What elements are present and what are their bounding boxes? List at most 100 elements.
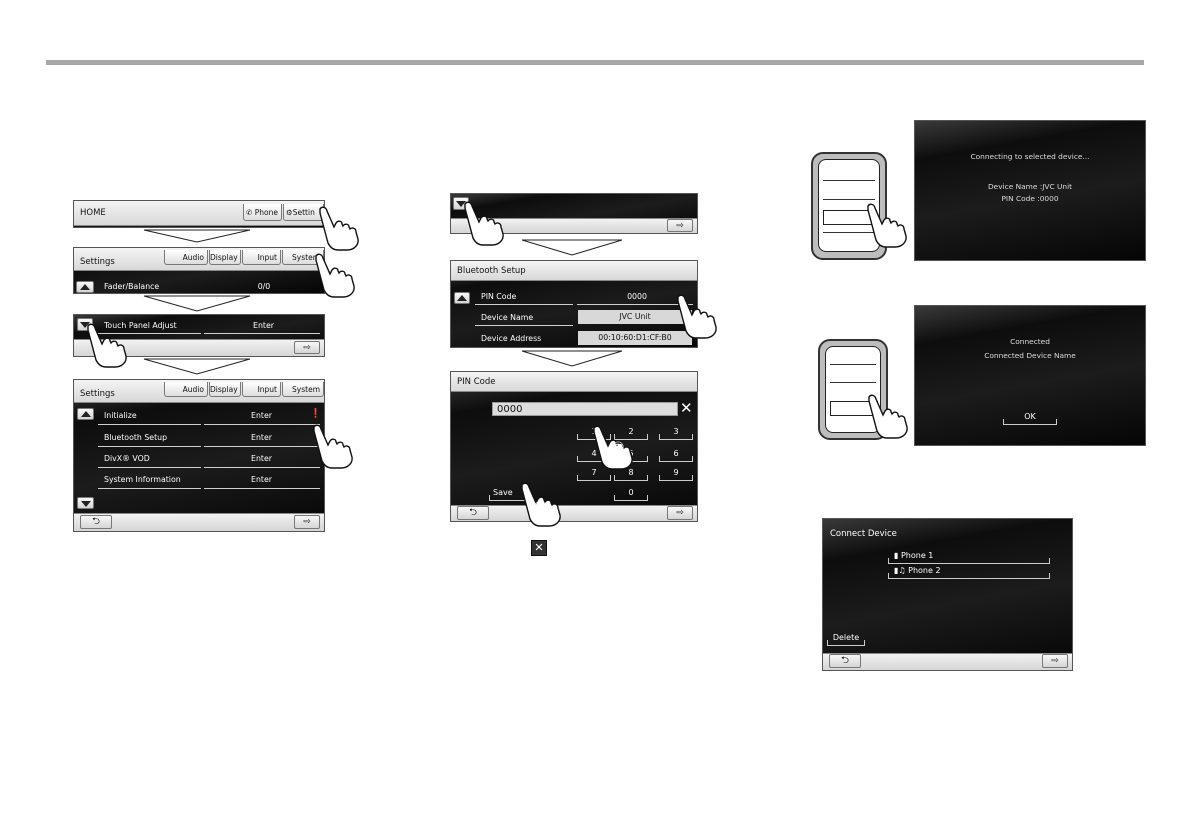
hand-pointer-icon [464, 201, 504, 246]
exit-button[interactable]: ⇨ [294, 341, 320, 354]
tab-display-2[interactable]: Display [209, 382, 241, 397]
exit-icon: ⇨ [303, 343, 311, 353]
key-8[interactable]: 8 [614, 466, 648, 481]
exit-button-3[interactable]: ⇨ [667, 219, 693, 232]
touch-panel-label: Touch Panel Adjust [104, 321, 177, 330]
row-value[interactable]: 0000 [627, 292, 647, 301]
bluetooth-setup-screen: Bluetooth Setup PIN Code 0000 Device Nam… [450, 260, 698, 348]
tab-input[interactable]: Input [242, 250, 281, 265]
pin-bottombar: ⮌ ⇨ [451, 505, 697, 521]
clear-icon[interactable]: ✕ [680, 399, 693, 417]
hand-pointer-icon [593, 425, 633, 470]
exit-button-4[interactable]: ⇨ [667, 506, 693, 520]
connect-bottombar: ⮌ ⇨ [823, 653, 1072, 670]
hand-pointer-icon [521, 482, 561, 527]
phone-button[interactable]: ✆ Phone [243, 204, 282, 221]
scroll-up-button-2[interactable] [77, 408, 94, 420]
hand-pointer-icon [315, 253, 355, 298]
settings-topbar-1: Settings Audio Display Input System [74, 248, 324, 271]
key-9[interactable]: 9 [659, 466, 693, 481]
flow-arrow-down-3 [143, 358, 251, 375]
key-2[interactable]: 2 [614, 425, 648, 440]
bluetooth-topbar: Bluetooth Setup [451, 261, 697, 281]
connecting-text: Connecting to selected device... [970, 152, 1090, 161]
exit-icon: ⇨ [676, 221, 684, 231]
key-6[interactable]: 6 [659, 447, 693, 462]
row-label: DivX® VOD [104, 454, 150, 463]
exit-icon: ⇨ [303, 517, 311, 527]
exit-icon: ⇨ [676, 508, 684, 518]
step-1-marker: ① [612, 440, 625, 456]
device-label: Phone 1 [900, 551, 934, 560]
exit-button-5[interactable]: ⇨ [1042, 654, 1068, 668]
row-value: JVC Unit [578, 310, 692, 324]
flow-arrow-down-5 [521, 350, 623, 367]
row-label: System Information [104, 475, 181, 484]
back-icon: ⮌ [468, 507, 477, 518]
row-label: PIN Code [481, 292, 517, 301]
hand-pointer-icon [87, 323, 127, 368]
scroll-down-button-2[interactable] [77, 497, 94, 509]
info-icon: ❗ [310, 409, 322, 419]
scroll-up-button[interactable] [76, 281, 94, 293]
row-value[interactable]: Enter [251, 454, 272, 463]
settings-label: Settin [292, 208, 315, 217]
source-bottombar: ⇨ [451, 218, 697, 233]
device-name-text: Device Name :JVC Unit [987, 182, 1073, 191]
settings-screen-1: Settings Audio Display Input System Fade… [73, 247, 325, 294]
key-7[interactable]: 7 [577, 466, 611, 481]
exit-button-2[interactable]: ⇨ [294, 515, 320, 529]
settings-title-2: Settings [80, 389, 115, 399]
tab-system-2[interactable]: System [282, 382, 324, 397]
delete-button[interactable]: Delete [827, 631, 865, 646]
device-label: Phone 2 [908, 566, 941, 575]
hand-pointer-icon [677, 294, 717, 339]
settings-bottombar-2: ⮌ ⇨ [74, 513, 324, 531]
home-title: HOME [80, 208, 106, 218]
back-button-3[interactable]: ⮌ [829, 654, 861, 668]
device-item-2[interactable]: ▮♫ Phone 2 [888, 564, 1050, 579]
ok-button[interactable]: OK [1003, 410, 1057, 425]
key-0[interactable]: 0 [614, 486, 648, 501]
row-value[interactable]: Enter [251, 411, 272, 420]
hand-pointer-icon [868, 394, 908, 439]
exit-icon: ⇨ [1051, 656, 1059, 666]
pin-input[interactable]: 0000 [492, 402, 678, 416]
connecting-screen: Connecting to selected device... Device … [914, 120, 1146, 261]
row-value[interactable]: Enter [251, 475, 272, 484]
device-item-1[interactable]: ▮ Phone 1 [888, 549, 1050, 564]
connected-device-name: Connected Device Name [984, 351, 1076, 360]
settings-topbar-2: Settings Audio Display Input System [74, 380, 324, 403]
flow-arrow-down-2 [143, 295, 251, 312]
connected-screen: Connected Connected Device Name OK [914, 305, 1146, 446]
home-screen: HOME ✆ Phone ⚙Settin [73, 200, 325, 228]
phone-device-illustration [811, 152, 887, 260]
scroll-up-button-3[interactable] [454, 292, 470, 304]
tab-input-2[interactable]: Input [242, 382, 281, 397]
back-button[interactable]: ⮌ [80, 515, 112, 529]
connect-device-title: Connect Device [830, 529, 897, 539]
hand-pointer-icon [313, 424, 353, 469]
header-rule [46, 60, 1144, 65]
fader-balance-value[interactable]: 0/0 [257, 282, 271, 291]
tab-display[interactable]: Display [209, 250, 241, 265]
pin-value: 0000 [497, 404, 523, 415]
clear-key-icon: ✕ [531, 540, 547, 556]
row-label: Device Address [481, 334, 542, 343]
tab-audio-2[interactable]: Audio [164, 382, 208, 397]
row-value[interactable]: Enter [251, 433, 272, 442]
settings-screen-2: Settings Audio Display Input System Init… [73, 379, 325, 532]
phone-label: Phone [254, 208, 278, 217]
phone-device-illustration [818, 339, 888, 440]
row-label: Initialize [104, 411, 137, 420]
pin-code-text: PIN Code :0000 [1001, 194, 1059, 203]
touch-panel-bottombar: ⇨ [74, 339, 324, 356]
touch-panel-enter[interactable]: Enter [253, 321, 274, 330]
back-button-2[interactable]: ⮌ [457, 506, 489, 520]
pin-topbar: PIN Code [451, 372, 697, 392]
step-2-marker: ② [533, 500, 546, 516]
back-icon: ⮌ [91, 516, 100, 527]
phone-audio-icon: ▮♫ [894, 566, 906, 575]
key-3[interactable]: 3 [659, 425, 693, 440]
tab-audio[interactable]: Audio [164, 250, 208, 265]
